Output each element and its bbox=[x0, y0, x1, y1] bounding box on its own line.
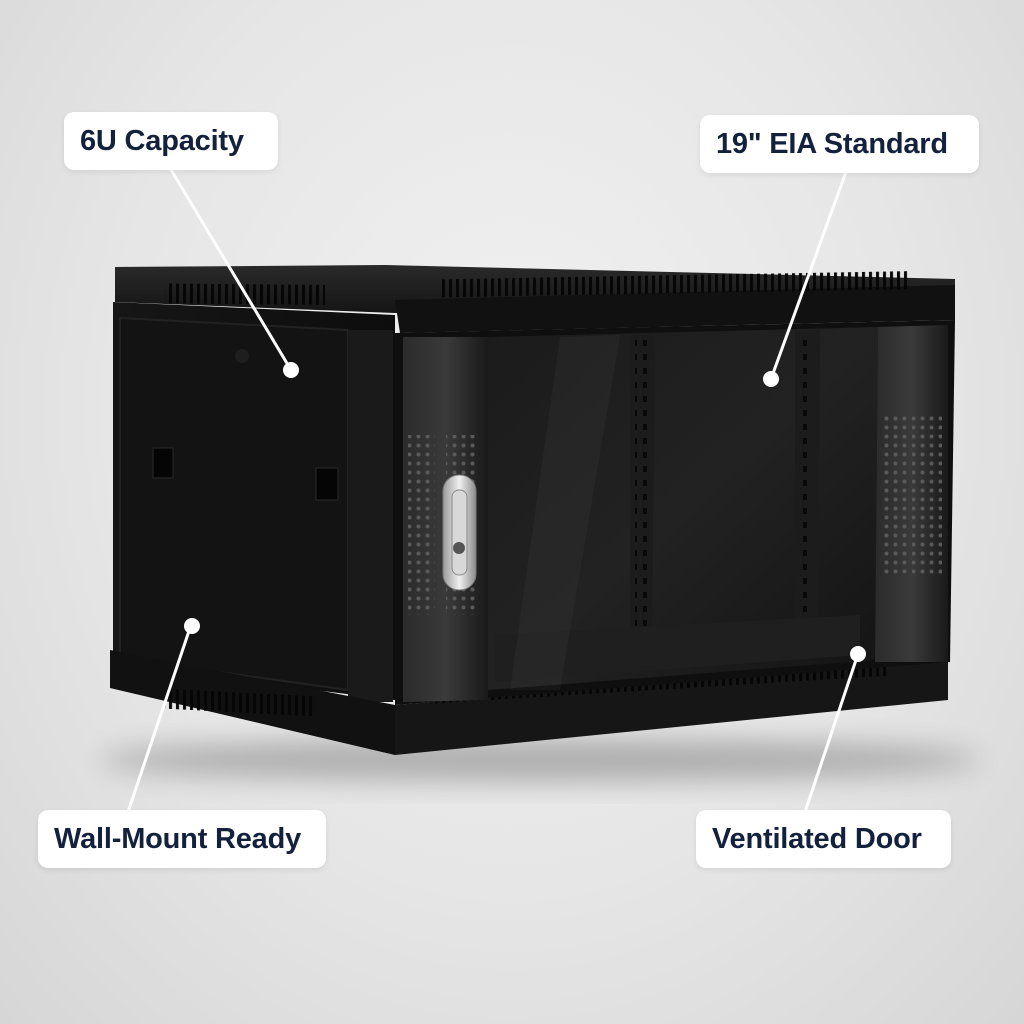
door-post-right-vents-a bbox=[882, 415, 907, 575]
leader-line-capacity bbox=[168, 167, 293, 371]
side-lock-dot bbox=[235, 349, 249, 363]
door-handle-slot bbox=[451, 489, 468, 576]
bottom-vent-left bbox=[165, 688, 315, 717]
callout-wall-mount-label: Wall-Mount Ready bbox=[38, 810, 326, 868]
side-latch-right bbox=[315, 467, 339, 501]
leader-line-standard bbox=[769, 171, 848, 380]
rack-holes-right bbox=[800, 336, 812, 646]
rack-holes-left bbox=[635, 340, 647, 655]
door-post-left-vents-a bbox=[408, 435, 435, 615]
lock-icon[interactable] bbox=[453, 542, 465, 554]
door-post-right bbox=[875, 325, 948, 662]
cabinet-top-front-rim bbox=[395, 285, 955, 333]
callout-standard-label: 19" EIA Standard bbox=[700, 115, 979, 173]
leader-line-door bbox=[803, 653, 860, 813]
door-post-right-vents-b bbox=[912, 415, 942, 575]
side-latch-left bbox=[152, 447, 174, 479]
callout-dot-capacity bbox=[283, 362, 299, 378]
top-vent-front bbox=[440, 271, 910, 298]
leader-line-wallmount bbox=[126, 627, 192, 813]
side-door-panel bbox=[119, 316, 349, 692]
cabinet-base-front bbox=[395, 660, 948, 755]
callout-dot-standard bbox=[763, 371, 779, 387]
callout-dot-wallmount bbox=[184, 618, 200, 634]
glass-door bbox=[488, 327, 878, 690]
floor-shadow bbox=[100, 738, 980, 782]
callout-ventilated-door-label: Ventilated Door bbox=[696, 810, 951, 868]
side-panel-edge bbox=[348, 330, 393, 702]
callout-capacity-label: 6U Capacity bbox=[64, 112, 278, 170]
interior-shelf bbox=[495, 615, 860, 682]
callout-dot-door bbox=[850, 646, 866, 662]
